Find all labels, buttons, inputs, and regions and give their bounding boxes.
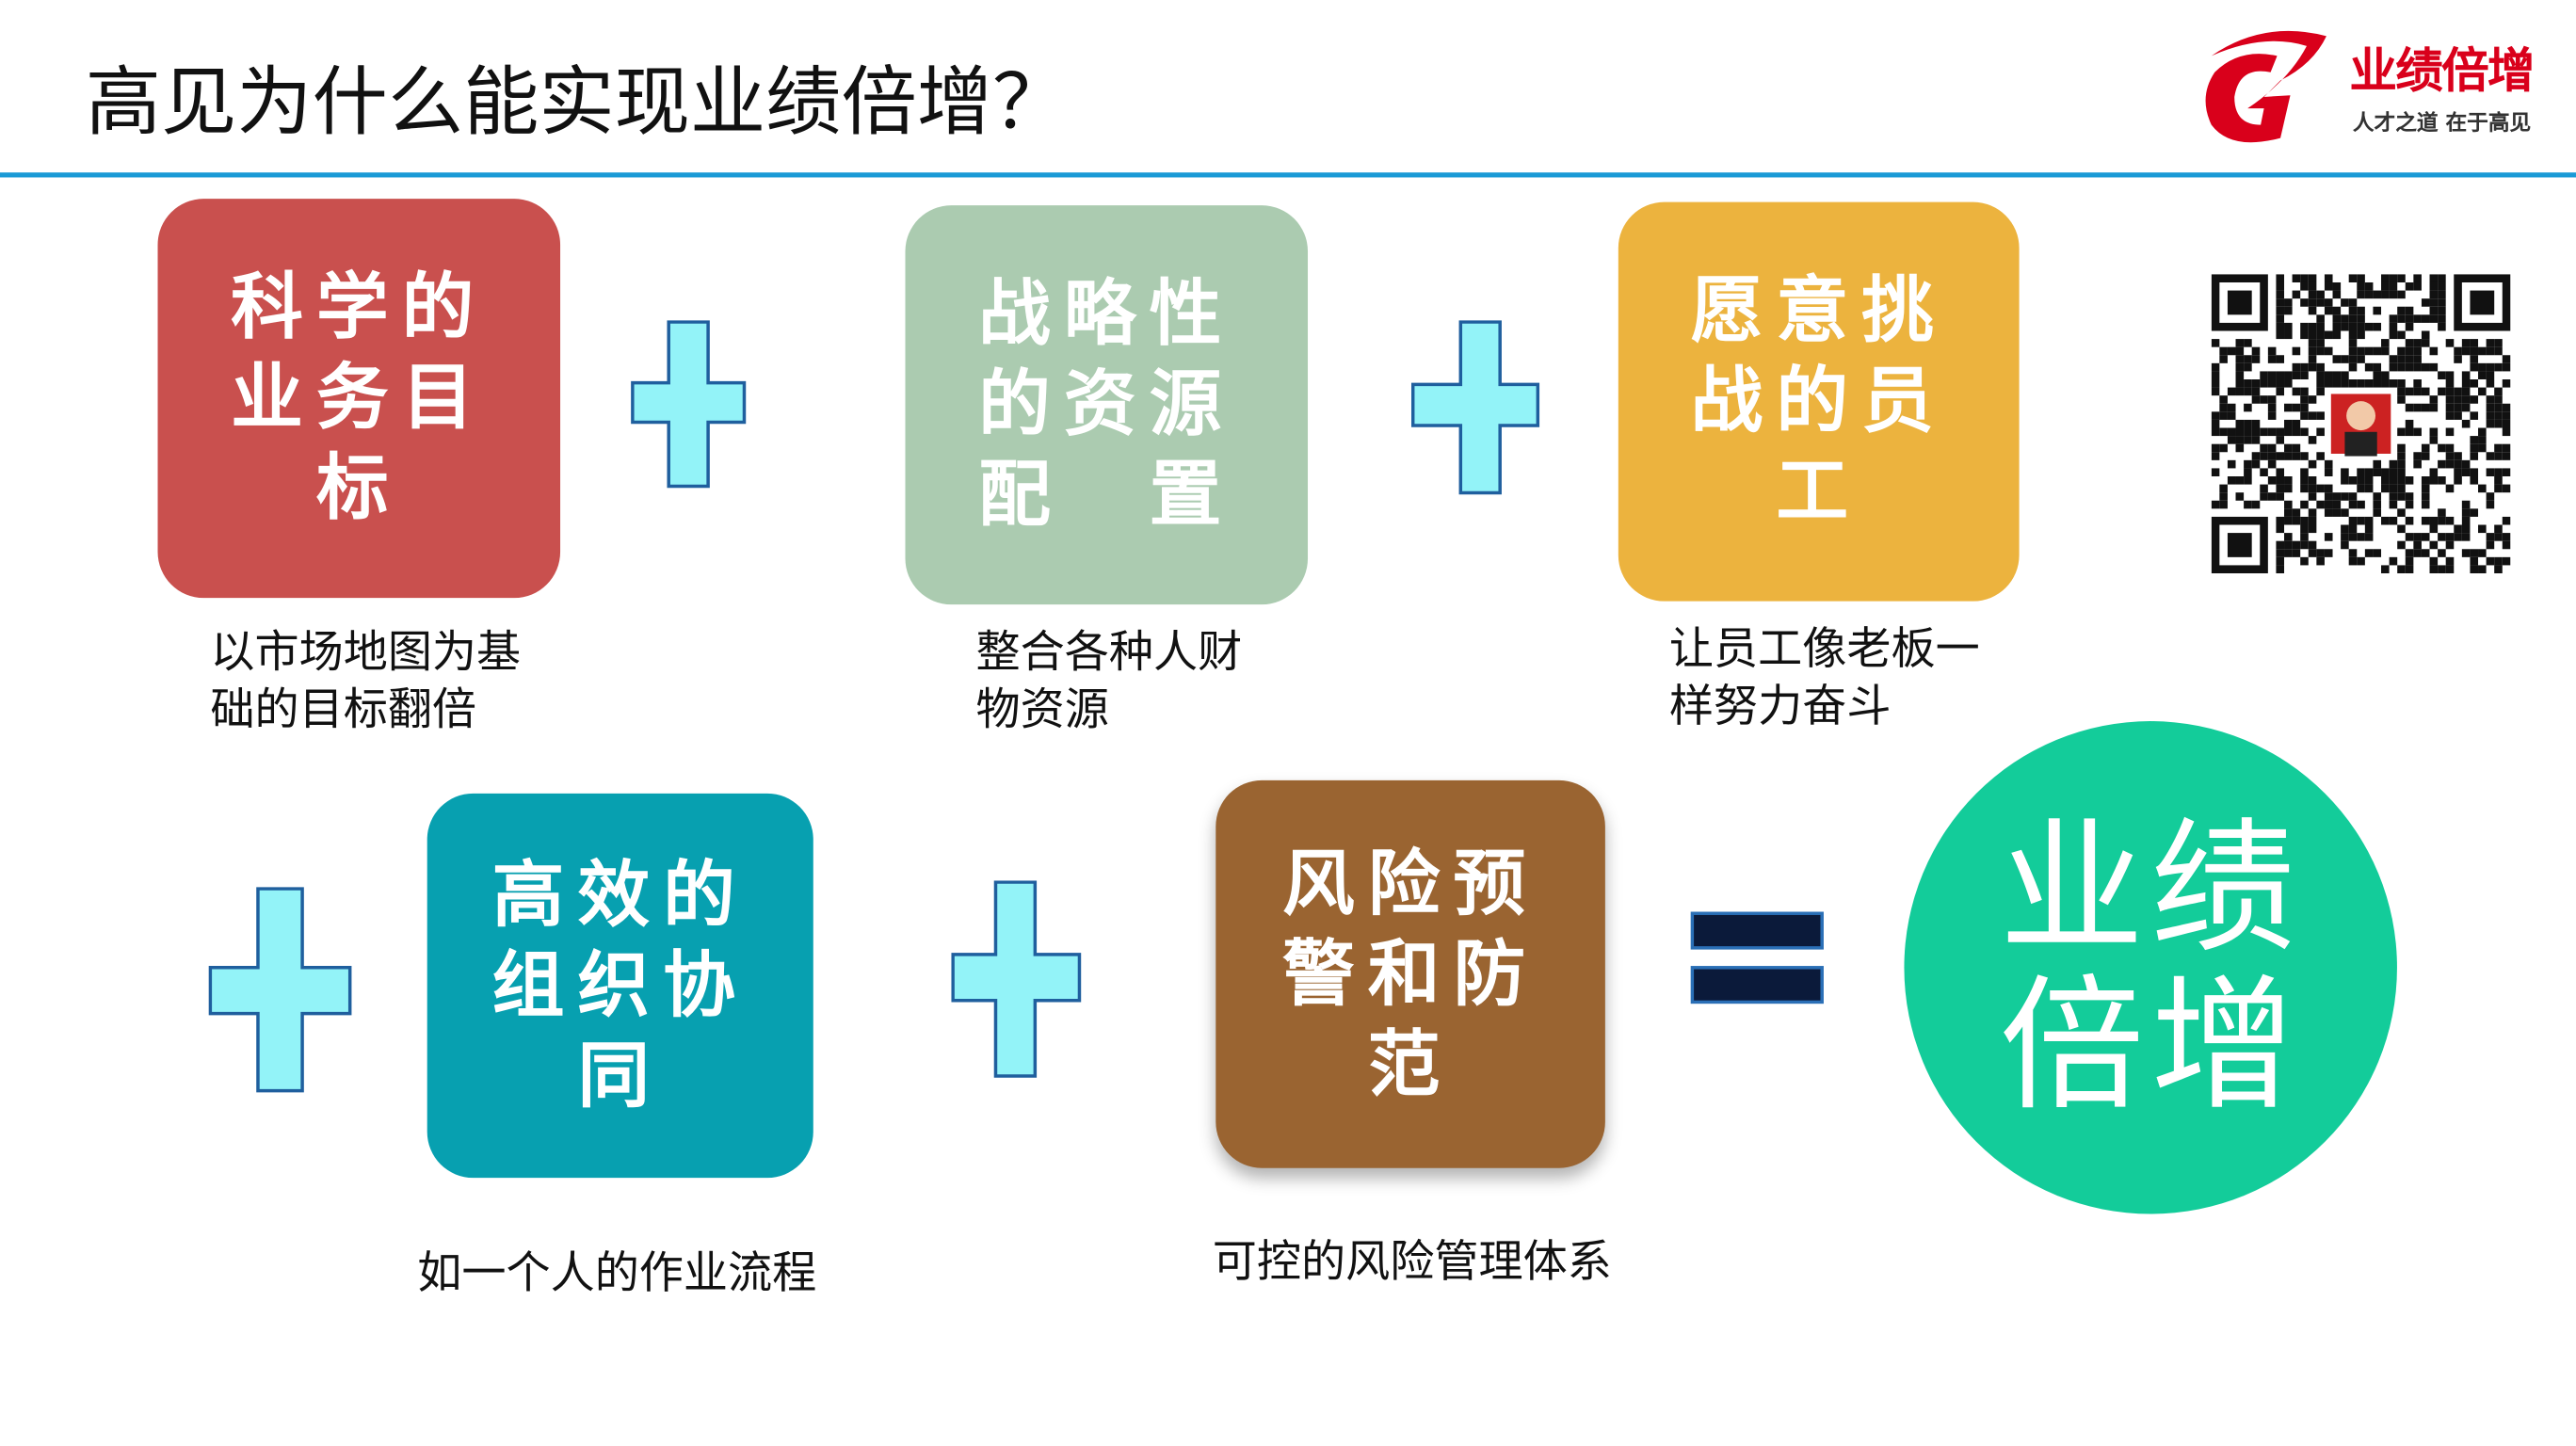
box-line: 同 — [577, 1034, 664, 1118]
box-line: 科学的 — [231, 265, 488, 350]
box-line: 高效的 — [491, 853, 749, 938]
box-line: 业务目 — [231, 356, 488, 441]
plus-icon — [951, 880, 1082, 1078]
result-circle: 业绩 倍增 — [1904, 721, 2397, 1214]
box-line: 警和防 — [1281, 932, 1539, 1017]
caption-line: 可控的风险管理体系 — [1212, 1236, 1612, 1289]
box-strategic-resources: 战略性 的资源 配 置 — [905, 205, 1309, 605]
plus-icon — [631, 320, 747, 489]
box-line: 配 置 — [978, 453, 1235, 538]
box-risk-warning: 风险预 警和防 范 — [1216, 779, 1605, 1168]
box-line: 的资源 — [978, 362, 1235, 447]
equals-icon — [1690, 911, 1824, 1004]
caption-org-collaboration: 如一个人的作业流程 — [417, 1245, 816, 1303]
caption-line: 整合各种人财 — [975, 627, 1243, 679]
caption-line: 让员工像老板一 — [1668, 624, 1980, 676]
box-line: 愿意挑 — [1690, 269, 1947, 354]
plus-icon — [1410, 320, 1540, 495]
result-line: 倍增 — [1999, 960, 2302, 1131]
caption-risk-warning: 可控的风险管理体系 — [1213, 1233, 1612, 1291]
box-line: 工 — [1776, 450, 1862, 535]
box-line: 风险预 — [1281, 842, 1539, 926]
box-scientific-goals: 科学的 业务目 标 — [157, 199, 561, 599]
caption-strategic-resources: 整合各种人财物资源 — [976, 624, 1243, 739]
logo-g-icon — [2205, 30, 2326, 143]
box-line: 范 — [1367, 1022, 1454, 1107]
logo-brand-text: 业绩倍增 — [2349, 42, 2535, 99]
box-line: 组织协 — [491, 943, 749, 1028]
plus-icon — [208, 887, 352, 1093]
qr-code — [2211, 274, 2511, 574]
caption-scientific-goals: 以市场地图为基础的目标翻倍 — [210, 624, 521, 739]
box-line: 标 — [315, 446, 402, 531]
caption-line: 物资源 — [975, 684, 1109, 736]
box-org-collaboration: 高效的 组织协 同 — [427, 793, 813, 1179]
caption-line: 础的目标翻倍 — [210, 684, 477, 736]
box-line: 战的员 — [1690, 360, 1947, 444]
caption-line: 以市场地图为基 — [210, 627, 522, 679]
page-title: 高见为什么能实现业绩倍增？ — [85, 57, 1069, 147]
box-challenging-staff: 愿意挑 战的员 工 — [1618, 201, 2020, 602]
caption-line: 如一个人的作业流程 — [417, 1248, 817, 1300]
title-divider — [0, 172, 2576, 178]
box-line: 战略性 — [978, 272, 1235, 357]
logo-slogan: 人才之道 在于高见 — [2352, 111, 2532, 137]
caption-challenging-staff: 让员工像老板一样努力奋斗 — [1669, 621, 1980, 736]
caption-line: 样努力奋斗 — [1668, 682, 1892, 733]
result-line: 业绩 — [1999, 803, 2302, 973]
brand-logo: 业绩倍增 人才之道 在于高见 — [2198, 23, 2536, 151]
